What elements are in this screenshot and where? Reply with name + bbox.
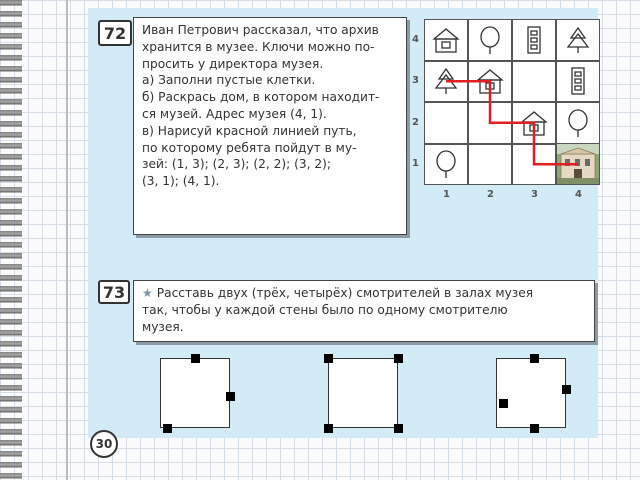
task-72-line: по которому ребята пойдут в му- bbox=[142, 140, 357, 155]
tall-building-icon bbox=[571, 67, 585, 95]
grid-cell[interactable] bbox=[468, 19, 512, 61]
tree-icon bbox=[568, 109, 588, 137]
guard-marker[interactable] bbox=[225, 392, 235, 401]
star-icon: ★ bbox=[142, 286, 153, 300]
grid-cell[interactable] bbox=[512, 19, 556, 61]
guard-marker[interactable] bbox=[530, 353, 539, 363]
fir-tree-icon bbox=[566, 26, 590, 53]
tree-icon bbox=[436, 150, 456, 179]
task-72-card: Иван Петрович рассказал, что архив храни… bbox=[133, 17, 407, 235]
grid-cell[interactable] bbox=[556, 19, 600, 61]
grid-cell[interactable] bbox=[512, 60, 556, 102]
spiral-binding bbox=[0, 0, 22, 480]
house-icon bbox=[432, 27, 460, 53]
margin-line bbox=[66, 0, 68, 480]
guard-marker[interactable] bbox=[393, 353, 403, 363]
tall-building-icon bbox=[527, 26, 541, 54]
y-axis-label: 2 bbox=[412, 116, 419, 128]
tree-icon bbox=[480, 26, 500, 54]
guard-marker[interactable] bbox=[561, 385, 571, 394]
task-72-line: зей: (1, 3); (2, 3); (2, 2); (3, 2); bbox=[142, 157, 331, 172]
route-line bbox=[446, 80, 578, 166]
guard-marker[interactable] bbox=[323, 423, 333, 433]
guard-marker[interactable] bbox=[498, 399, 508, 408]
x-axis-label: 2 bbox=[487, 189, 494, 200]
task-72-line: в) Нарисуй красной линией путь, bbox=[142, 123, 357, 138]
grid-cell-content bbox=[424, 19, 468, 61]
grid-cell-content bbox=[468, 19, 512, 61]
task-73-card: ★Расставь двух (трёх, четырёх) смотрител… bbox=[133, 280, 595, 342]
guard-marker[interactable] bbox=[323, 353, 333, 363]
guard-marker[interactable] bbox=[530, 423, 539, 433]
y-axis-label: 3 bbox=[412, 75, 419, 87]
coordinate-grid[interactable] bbox=[424, 19, 600, 185]
grid-cell[interactable] bbox=[556, 60, 600, 102]
x-axis-label: 1 bbox=[443, 189, 450, 200]
museum-room[interactable] bbox=[323, 353, 403, 433]
grid-cell-content bbox=[556, 102, 600, 144]
task-72-number: 72 bbox=[98, 20, 132, 46]
task-72-line: Иван Петрович рассказал, что архив bbox=[142, 23, 379, 37]
museum-room[interactable] bbox=[160, 353, 235, 433]
grid-cell-content bbox=[556, 19, 600, 61]
x-axis-label: 3 bbox=[531, 189, 538, 200]
task-72-line: просить у директора музея. bbox=[142, 56, 324, 71]
task-72-line: ся музей. Адрес музея (4, 1). bbox=[142, 106, 327, 121]
grid-cell[interactable] bbox=[424, 102, 468, 144]
task-72-line: хранится в музее. Ключи можно по- bbox=[142, 39, 375, 54]
task-72-line: б) Раскрась дом, в котором находит- bbox=[142, 90, 380, 105]
task-73-line: музея. bbox=[142, 319, 184, 334]
y-axis-label: 4 bbox=[412, 33, 419, 45]
y-axis-label: 1 bbox=[412, 158, 419, 170]
page-number: 30 bbox=[90, 430, 118, 458]
route-path bbox=[446, 80, 578, 166]
task-72-line: (3, 1); (4, 1). bbox=[142, 174, 220, 189]
guard-marker[interactable] bbox=[190, 353, 200, 363]
museum-room[interactable] bbox=[496, 353, 571, 433]
task-73-line: так, чтобы у каждой стены было по одному… bbox=[142, 302, 508, 317]
task-72-line: а) Заполни пустые клетки. bbox=[142, 73, 316, 88]
grid-cell-content bbox=[424, 144, 468, 186]
grid-cell[interactable] bbox=[424, 19, 468, 61]
guard-marker[interactable] bbox=[162, 423, 172, 433]
task-73-text: Расставь двух (трёх, четырёх) смотрителе… bbox=[156, 286, 534, 300]
grid-cell[interactable] bbox=[468, 143, 512, 185]
guard-marker[interactable] bbox=[393, 423, 403, 433]
grid-cell-content bbox=[556, 61, 600, 103]
x-axis-label: 4 bbox=[575, 189, 582, 200]
grid-cell-content bbox=[512, 19, 556, 61]
grid-cell[interactable] bbox=[556, 102, 600, 144]
task-73-number: 73 bbox=[98, 280, 130, 304]
task-73-line: ★Расставь двух (трёх, четырёх) смотрител… bbox=[142, 285, 586, 302]
